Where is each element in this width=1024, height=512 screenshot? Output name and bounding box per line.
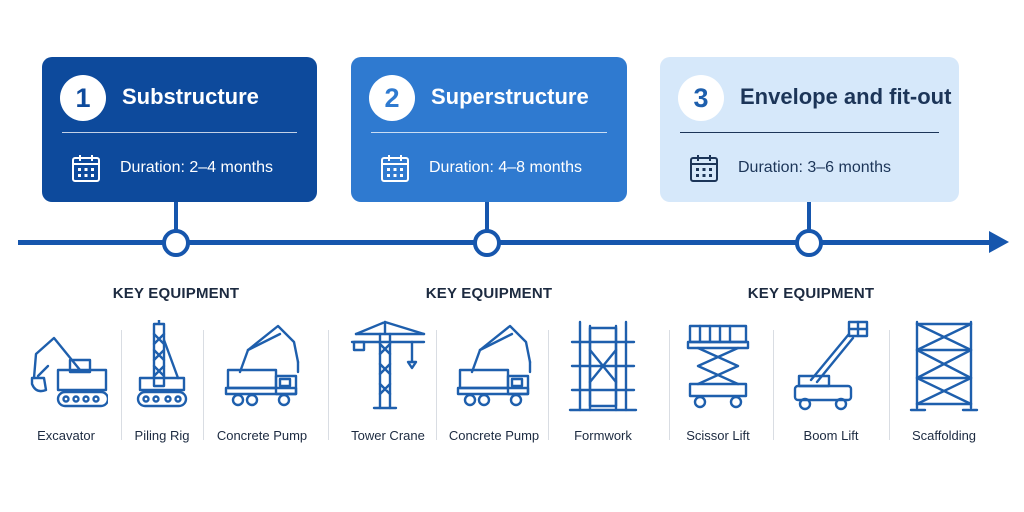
phase-duration: Duration: 2–4 months: [120, 159, 273, 176]
divider: [121, 330, 122, 440]
timeline-arrowhead: [989, 231, 1009, 253]
phase-number-badge: 3: [678, 75, 724, 121]
calendar-icon: [381, 155, 409, 182]
connector-stem: [485, 202, 489, 230]
calendar-icon: [72, 155, 100, 182]
divider: [680, 132, 939, 133]
phase-duration: Duration: 4–8 months: [429, 159, 582, 176]
formwork-icon: [568, 320, 638, 412]
equipment-label: Scaffolding: [911, 428, 977, 443]
connector-stem: [174, 202, 178, 230]
timeline-node: [162, 229, 190, 257]
equipment-item: Piling Rig: [112, 318, 212, 448]
equipment-item: Tower Crane: [338, 318, 438, 448]
timeline-line: [18, 240, 993, 245]
timeline-node: [473, 229, 501, 257]
phase-number-badge: 1: [60, 75, 106, 121]
equipment-item: Concrete Pump: [212, 318, 312, 448]
excavator-icon: [30, 336, 108, 408]
divider: [773, 330, 774, 440]
scissor-lift-icon: [686, 324, 750, 409]
phase-title: Superstructure: [431, 84, 589, 109]
phase-number-badge: 2: [369, 75, 415, 121]
scaffolding-icon: [909, 320, 979, 412]
equipment-label: Concrete Pump: [216, 428, 308, 443]
concrete-pump-icon: [224, 324, 300, 407]
divider: [669, 330, 670, 440]
phase-card-superstructure: 2 Superstructure Duration: 4–8 months: [351, 57, 627, 202]
equipment-label: Tower Crane: [351, 428, 425, 443]
divider: [203, 330, 204, 440]
phase-title: Envelope and fit-out: [740, 84, 952, 109]
boom-lift-icon: [793, 320, 869, 411]
divider: [62, 132, 297, 133]
equipment-label: Formwork: [574, 428, 632, 443]
equipment-item: Scissor Lift: [668, 318, 768, 448]
phase-title: Substructure: [122, 84, 259, 109]
tower-crane-icon: [350, 320, 426, 410]
divider: [328, 330, 329, 440]
equipment-label: Excavator: [37, 428, 95, 443]
piling-rig-icon: [136, 320, 188, 408]
key-equipment-heading: KEY EQUIPMENT: [425, 285, 553, 302]
equipment-label: Concrete Pump: [448, 428, 540, 443]
key-equipment-heading: KEY EQUIPMENT: [112, 285, 240, 302]
equipment-label: Scissor Lift: [686, 428, 750, 443]
equipment-label: Piling Rig: [134, 428, 190, 443]
phase-duration: Duration: 3–6 months: [738, 159, 891, 176]
equipment-item: Excavator: [16, 318, 116, 448]
equipment-label: Boom Lift: [803, 428, 859, 443]
divider: [548, 330, 549, 440]
divider: [436, 330, 437, 440]
equipment-item: Formwork: [553, 318, 653, 448]
equipment-item: Boom Lift: [781, 318, 881, 448]
phase-card-substructure: 1 Substructure Duration: 2–4 months: [42, 57, 317, 202]
key-equipment-heading: KEY EQUIPMENT: [747, 285, 875, 302]
phase-card-envelope: 3 Envelope and fit-out Duration: 3–6 mon…: [660, 57, 959, 202]
calendar-icon: [690, 155, 718, 182]
connector-stem: [807, 202, 811, 230]
equipment-item: Scaffolding: [894, 318, 994, 448]
equipment-item: Concrete Pump: [444, 318, 544, 448]
divider: [889, 330, 890, 440]
concrete-pump-icon: [456, 324, 532, 407]
timeline-node: [795, 229, 823, 257]
divider: [371, 132, 607, 133]
